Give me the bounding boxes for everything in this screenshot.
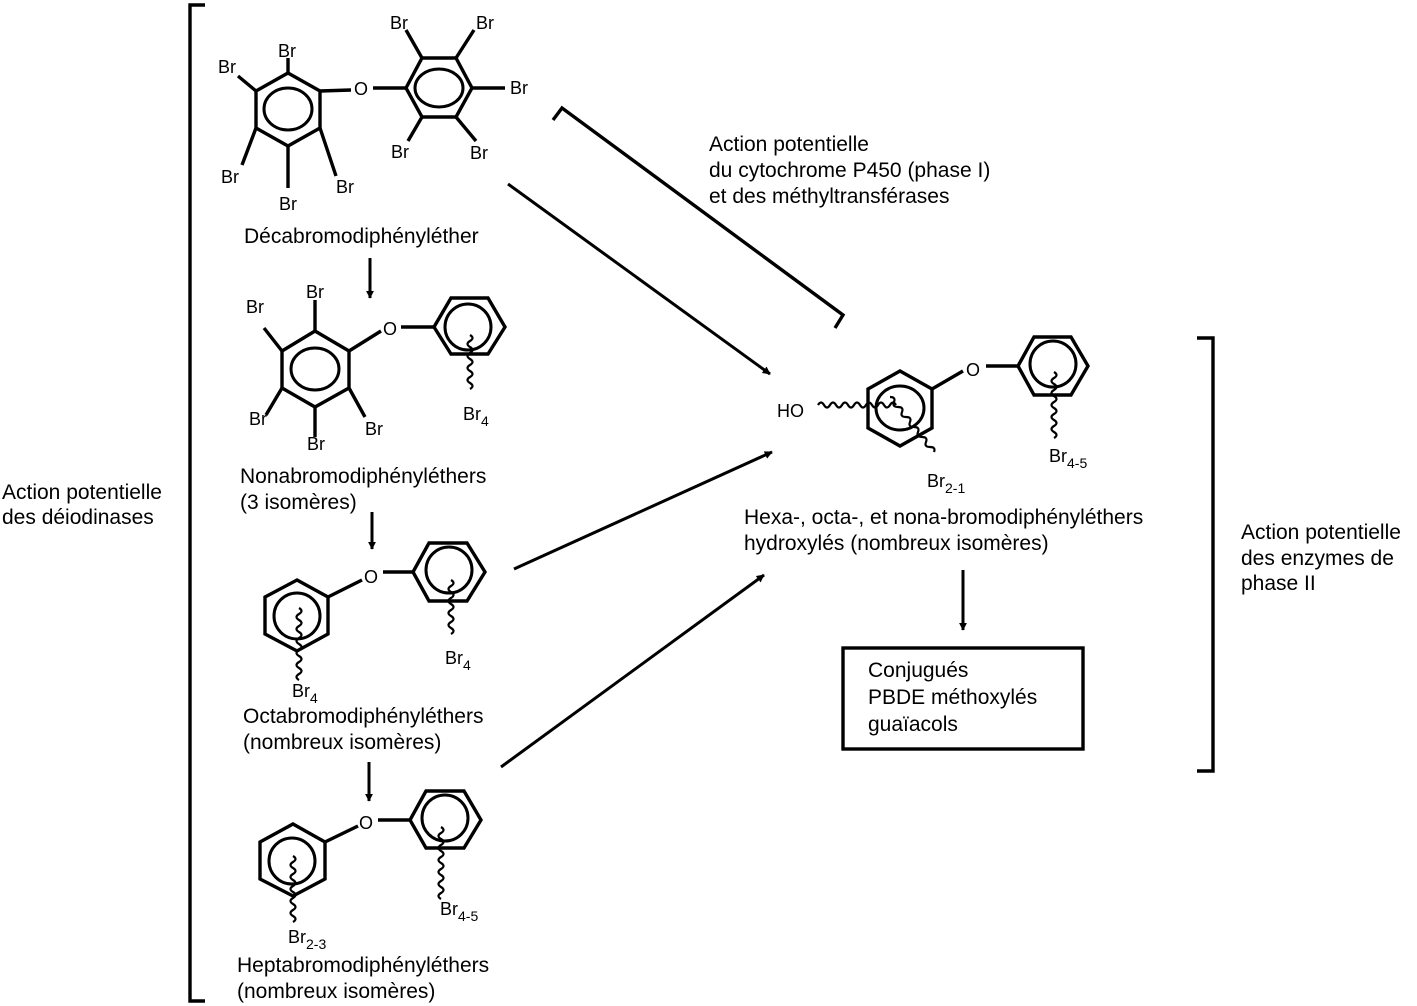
product-guaiacols: guaïacols — [868, 713, 958, 736]
variable-bromine-group: Br2-3 — [288, 927, 326, 952]
phase2-label-line-1: Action potentielle — [1241, 521, 1401, 544]
cytochrome-bracket — [551, 105, 846, 329]
benzene-ring — [280, 329, 351, 409]
variable-bond-wavy — [1050, 371, 1058, 439]
bromine-atom: Br — [249, 409, 267, 429]
products-box: Conjugués PBDE méthoxylés guaïacols — [841, 646, 1085, 751]
variable-bromine-group: Br4-5 — [1049, 446, 1087, 471]
arrow-hepta-to-hydroxylated — [500, 573, 765, 769]
compound-name: Décabromodiphényléther — [244, 225, 479, 248]
benzene-ring — [254, 71, 322, 148]
compound-name: Nonabromodiphényléthers — [240, 465, 486, 488]
variable-bromine-group: Br4 — [292, 681, 318, 706]
variable-bromine-group: Br4 — [445, 648, 471, 673]
variable-bromine-group: Br2-1 — [927, 471, 965, 496]
variable-bond-wavy — [447, 579, 455, 635]
compound-name: Hexa-, octa-, et nona-bromodiphényléther… — [744, 506, 1143, 529]
phase2-bracket — [1197, 336, 1215, 773]
bromine-atom: Br — [336, 177, 354, 197]
deiodinase-bracket — [188, 3, 205, 1003]
variable-bromine-group: Br4-5 — [440, 899, 478, 924]
bromine-atom: Br — [391, 142, 409, 162]
ether-oxygen: O — [966, 360, 980, 380]
variable-bond-wavy — [289, 855, 297, 923]
bromine-atom: Br — [470, 143, 488, 163]
compound-subtitle: (nombreux isomères) — [243, 731, 441, 754]
phase2-label-line-2: des enzymes de — [1241, 547, 1394, 570]
compound-name: Heptabromodiphényléthers — [237, 954, 489, 977]
product-methoxylated-pbde: PBDE méthoxylés — [868, 686, 1037, 709]
compound-hydroxylated: HO O Br4-5 Br2-1 Hexa-, octa-, et nona-b… — [744, 335, 1143, 555]
compound-nona: O Br4 Br Br Br Br Br Nonabromodiphénylét… — [240, 282, 507, 514]
variable-bond-wavy — [817, 401, 897, 409]
variable-bromine-group: Br4 — [463, 404, 489, 429]
bromine-atom: Br — [278, 41, 296, 61]
variable-bond-wavy — [889, 395, 936, 453]
bromine-atom: Br — [365, 419, 383, 439]
variable-bond-wavy — [437, 826, 445, 900]
cytochrome-label-line-2: du cytochrome P450 (phase I) — [709, 159, 990, 182]
benzene-ring — [866, 369, 934, 448]
compound-octa: Br4 O Br4 Octabromodiphényléthers (nombr… — [243, 541, 488, 754]
bromine-atom: Br — [307, 434, 325, 454]
benzene-ring — [411, 541, 488, 603]
hydroxyl-group: HO — [777, 401, 804, 421]
arrow-octa-to-hydroxylated — [513, 450, 773, 571]
ether-oxygen: O — [364, 567, 378, 587]
variable-bond-wavy — [466, 334, 474, 390]
benzene-ring — [404, 56, 474, 119]
ether-oxygen: O — [383, 319, 397, 339]
ether-oxygen: O — [359, 813, 373, 833]
bromine-atom: Br — [306, 282, 324, 302]
compound-subtitle: (3 isomères) — [240, 491, 357, 514]
compound-hepta: Br2-3 O Br4-5 Heptabromodiphényléthers (… — [237, 789, 489, 1003]
variable-bond-wavy — [295, 607, 303, 681]
benzene-ring — [1016, 335, 1090, 397]
benzene-ring — [432, 296, 507, 356]
cytochrome-label-line-3: et des méthyltransférases — [709, 185, 949, 208]
bromine-atom: Br — [510, 78, 528, 98]
cytochrome-label-line-1: Action potentielle — [709, 133, 869, 156]
deiodinase-label-line-1: Action potentielle — [2, 481, 162, 504]
bromine-atom: Br — [221, 167, 239, 187]
bromine-atom: Br — [476, 13, 494, 33]
bromine-atom: Br — [390, 13, 408, 33]
compound-subtitle: (nombreux isomères) — [237, 980, 435, 1003]
phase2-label-line-3: phase II — [1241, 572, 1316, 595]
ether-oxygen: O — [354, 79, 368, 99]
bromine-atom: Br — [246, 297, 264, 317]
bromine-atom: Br — [279, 194, 297, 214]
deiodinase-label-line-2: des déiodinases — [2, 506, 154, 529]
compound-name: Octabromodiphényléthers — [243, 705, 483, 728]
compound-deca: O Br Br Br Br Br Br Br Br Br Br Décabrom… — [218, 13, 528, 248]
arrow-deca-to-hydroxylated — [507, 182, 771, 376]
benzene-ring — [408, 789, 483, 850]
product-conjugates: Conjugués — [868, 659, 968, 682]
bromine-atom: Br — [218, 57, 236, 77]
compound-subtitle: hydroxylés (nombreux isomères) — [744, 532, 1049, 555]
